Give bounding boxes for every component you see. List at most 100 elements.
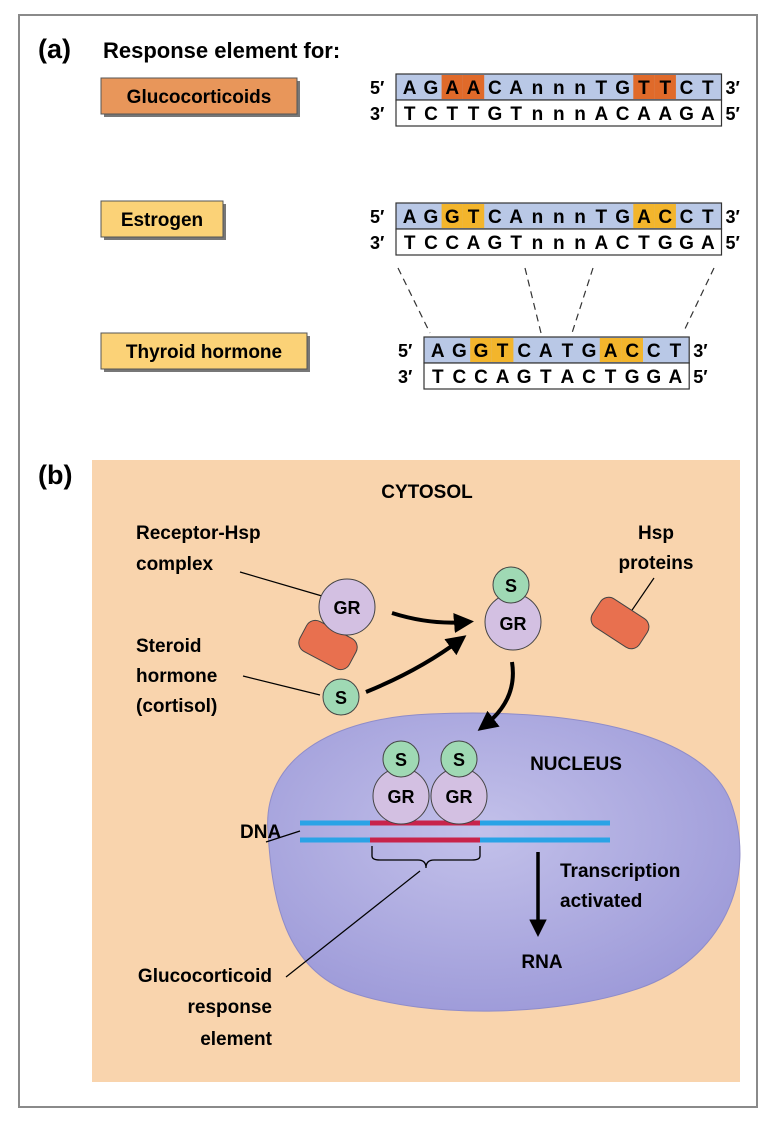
highlight-base bbox=[441, 75, 463, 99]
cytosol-label: CYTOSOL bbox=[381, 482, 473, 503]
base: T bbox=[468, 207, 480, 228]
gre-brace bbox=[371, 846, 481, 869]
highlight-base bbox=[633, 75, 655, 99]
alignment-lines bbox=[397, 267, 715, 334]
receptor-hsp-leader bbox=[239, 571, 323, 597]
bottom-prime-left: 3′ bbox=[370, 233, 384, 253]
base: A bbox=[445, 78, 459, 99]
bottom-prime-left: 3′ bbox=[370, 104, 384, 124]
highlight-base bbox=[441, 204, 463, 228]
highlight-base bbox=[621, 338, 643, 362]
base: T bbox=[432, 367, 444, 388]
transcription-label-line2: activated bbox=[560, 891, 642, 912]
receptor-hsp-label-line2: complex bbox=[136, 554, 214, 575]
gr-receptor-complex-text: GR bbox=[334, 598, 361, 618]
bottom-prime-right: 5′ bbox=[693, 367, 707, 387]
base: G bbox=[424, 78, 439, 99]
base: T bbox=[702, 207, 714, 228]
highlight-base bbox=[462, 204, 485, 228]
gr-steroid-complex-text: GR bbox=[500, 614, 527, 634]
base: A bbox=[594, 233, 608, 254]
base: A bbox=[431, 341, 445, 362]
top-prime-right: 3′ bbox=[726, 207, 740, 227]
hsp-label-line2: proteins bbox=[619, 553, 694, 574]
base: C bbox=[625, 341, 639, 362]
steroid-dimer-left bbox=[382, 740, 420, 778]
rna-label: RNA bbox=[521, 952, 562, 973]
receptor-hsp-label-line1: Receptor-Hsp bbox=[136, 523, 261, 544]
base: n bbox=[553, 78, 565, 99]
highlight-base bbox=[491, 338, 514, 362]
base: C bbox=[658, 207, 672, 228]
base: G bbox=[452, 341, 467, 362]
dna-leader bbox=[265, 830, 301, 843]
gr-dimer-right-text: GR bbox=[446, 787, 473, 807]
base: n bbox=[574, 233, 586, 254]
base: A bbox=[467, 78, 481, 99]
base: n bbox=[553, 104, 565, 125]
gr-steroid-complex-s bbox=[492, 566, 530, 604]
hormone-label-box bbox=[100, 200, 224, 238]
base: G bbox=[615, 78, 630, 99]
base: T bbox=[404, 233, 416, 254]
base: T bbox=[404, 104, 416, 125]
base: C bbox=[424, 104, 438, 125]
base: G bbox=[474, 341, 489, 362]
base: G bbox=[658, 233, 673, 254]
transcription-label-line1: Transcription bbox=[560, 861, 680, 882]
base: A bbox=[561, 367, 575, 388]
base: A bbox=[467, 233, 481, 254]
base: n bbox=[574, 207, 586, 228]
base: n bbox=[574, 78, 586, 99]
base: G bbox=[424, 207, 439, 228]
hsp-label-line1: Hsp bbox=[638, 523, 674, 544]
gre-leader bbox=[285, 870, 421, 978]
steroid-leader bbox=[242, 675, 321, 696]
top-prime-left: 5′ bbox=[398, 341, 412, 361]
panel-b-label: (b) bbox=[38, 460, 72, 490]
base: C bbox=[582, 367, 596, 388]
hormone-label-0: Glucocorticoids bbox=[127, 87, 272, 108]
highlight-base bbox=[470, 338, 492, 362]
base: G bbox=[646, 367, 661, 388]
highlight-base bbox=[462, 75, 485, 99]
arrow-nuclear-entry bbox=[477, 661, 515, 731]
highlight-base bbox=[654, 204, 676, 228]
top-strand-box bbox=[423, 336, 690, 364]
top-prime-right: 3′ bbox=[726, 78, 740, 98]
gre-label-line1: Glucocorticoid bbox=[138, 966, 272, 987]
base: n bbox=[532, 233, 544, 254]
hsp-protein-free bbox=[590, 596, 650, 650]
base: C bbox=[488, 78, 502, 99]
top-prime-left: 5′ bbox=[370, 207, 384, 227]
hormone-label-1: Estrogen bbox=[121, 210, 203, 231]
highlight-base bbox=[633, 204, 655, 228]
base: G bbox=[487, 233, 502, 254]
steroid-label-line2: hormone bbox=[136, 666, 217, 687]
base: n bbox=[574, 104, 586, 125]
gr-receptor-complex bbox=[318, 578, 376, 636]
steroid-dimer-right-text: S bbox=[453, 750, 465, 770]
hsp-leader bbox=[627, 577, 655, 617]
bottom-strand-box bbox=[395, 99, 723, 127]
base: T bbox=[659, 78, 671, 99]
dna-label: DNA bbox=[240, 822, 281, 843]
bottom-strand-box bbox=[423, 362, 690, 390]
base: C bbox=[517, 341, 531, 362]
base: T bbox=[468, 104, 480, 125]
base: A bbox=[509, 78, 523, 99]
base: T bbox=[510, 104, 522, 125]
steroid-dimer-left-text: S bbox=[395, 750, 407, 770]
highlight-base bbox=[654, 75, 676, 99]
base: A bbox=[496, 367, 510, 388]
base: A bbox=[509, 207, 523, 228]
base: A bbox=[637, 104, 651, 125]
base: A bbox=[637, 207, 651, 228]
base: C bbox=[488, 207, 502, 228]
top-prime-right: 3′ bbox=[693, 341, 707, 361]
bottom-prime-left: 3′ bbox=[398, 367, 412, 387]
nucleus-label: NUCLEUS bbox=[530, 754, 622, 775]
base: T bbox=[596, 78, 608, 99]
base: C bbox=[424, 233, 438, 254]
